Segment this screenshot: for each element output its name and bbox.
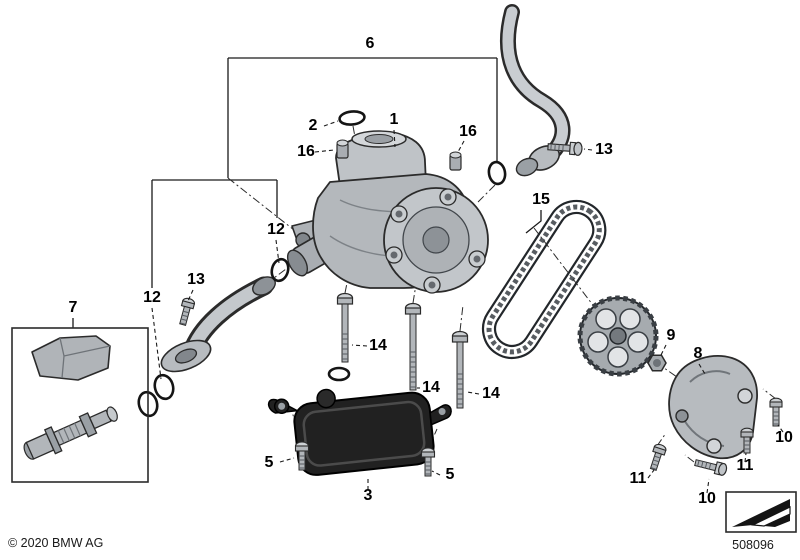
part-sprocket <box>577 295 659 377</box>
callout-6[interactable]: 6 <box>366 35 375 52</box>
callout-10-right[interactable]: 10 <box>775 429 793 446</box>
callout-14-c[interactable]: 14 <box>482 385 500 402</box>
callout-10-bottom[interactable]: 10 <box>698 490 716 507</box>
o-ring-12-upper <box>270 257 290 283</box>
o-ring-12-lower-b <box>137 390 159 418</box>
diagram-number: 508096 <box>732 538 774 552</box>
callout-13-left[interactable]: 13 <box>187 271 205 288</box>
bracket-lines <box>72 57 542 328</box>
callout-15[interactable]: 15 <box>532 191 550 208</box>
part-oil-strainer <box>268 388 452 476</box>
bolt-5-right <box>420 447 436 477</box>
callout-14-a[interactable]: 14 <box>369 337 387 354</box>
copyright-text: © 2020 BMW AG <box>8 536 103 550</box>
part-oil-pump <box>286 130 489 294</box>
bolt-10-right <box>769 397 783 427</box>
part-intake-pipe <box>160 276 276 373</box>
sealing-ring-14 <box>327 366 351 382</box>
callout-5-right[interactable]: 5 <box>446 466 455 483</box>
callout-3[interactable]: 3 <box>364 487 373 504</box>
stud-16-left <box>336 139 349 159</box>
callout-labels: 6 2 1 16 16 13 15 12 13 12 7 14 14 14 9 … <box>69 35 793 507</box>
bolt-14-b <box>404 302 422 391</box>
o-ring-tube <box>487 160 507 186</box>
bolt-14-a <box>336 292 354 363</box>
leader-lines <box>151 120 784 494</box>
callout-12-upper[interactable]: 12 <box>267 221 285 238</box>
stud-16-right <box>449 151 462 171</box>
bolt-11-right <box>740 427 754 454</box>
part-chain <box>481 199 607 360</box>
bolt-14-c <box>451 330 469 409</box>
callout-16-left[interactable]: 16 <box>297 143 315 160</box>
callout-8[interactable]: 8 <box>694 345 703 362</box>
bolt-13-top <box>547 141 583 156</box>
bolt-10-bottom <box>694 459 728 476</box>
stamp: 508096 <box>725 491 797 552</box>
callout-9[interactable]: 9 <box>667 327 676 344</box>
flange-bolt-bosses <box>385 188 486 294</box>
bolt-5-left <box>294 441 310 471</box>
callout-13-top[interactable]: 13 <box>595 141 613 158</box>
callout-1[interactable]: 1 <box>390 111 399 128</box>
callout-14-b[interactable]: 14 <box>422 379 440 396</box>
part-guide-tube <box>500 4 571 177</box>
bolt-13-left <box>179 297 196 326</box>
callout-5-left[interactable]: 5 <box>265 454 274 471</box>
callout-7[interactable]: 7 <box>69 299 78 316</box>
callout-11-bottom[interactable]: 11 <box>630 470 647 487</box>
nut-9 <box>647 354 667 372</box>
callout-12-left[interactable]: 12 <box>143 289 161 306</box>
bolt-11-bottom <box>649 443 667 471</box>
callout-2[interactable]: 2 <box>309 117 318 134</box>
valve-piston <box>23 406 118 460</box>
part-valve-assembly-box <box>11 327 149 483</box>
o-ring-12-lower-a <box>153 373 175 401</box>
technical-drawing-arrow-icon <box>732 499 791 527</box>
part-cover-plate <box>668 355 758 460</box>
callout-16-right[interactable]: 16 <box>459 123 477 140</box>
callout-11-right[interactable]: 11 <box>737 457 754 474</box>
o-ring-2 <box>338 110 366 126</box>
